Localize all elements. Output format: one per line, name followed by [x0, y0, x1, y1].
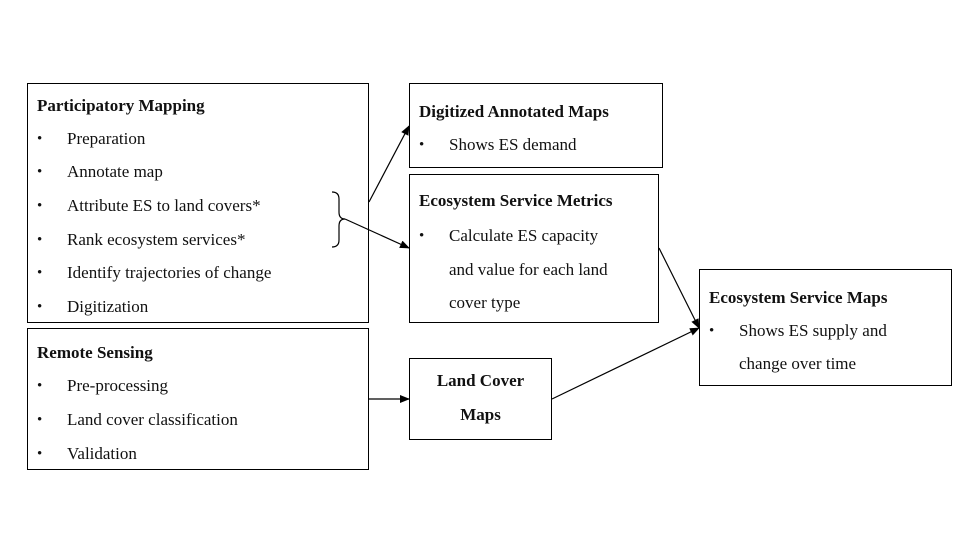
participatory-item-trajectories: Identify trajectories of change: [67, 263, 272, 282]
es-metrics-title: Ecosystem Service Metrics: [419, 191, 613, 210]
es-maps-title: Ecosystem Service Maps: [709, 288, 888, 307]
participatory-mapping-title: Participatory Mapping: [37, 96, 205, 115]
participatory-item-annotate-map: Annotate map: [67, 162, 163, 181]
digitized-maps-title: Digitized Annotated Maps: [419, 102, 609, 121]
es-metrics-line-3: cover type: [449, 293, 521, 312]
land-cover-maps-title-line-2: Maps: [460, 405, 501, 424]
arrow-participatory-to-digitized: [368, 125, 410, 203]
bullet: •: [37, 446, 43, 462]
participatory-item-digitization: Digitization: [67, 297, 149, 316]
land-cover-maps-box: Land Cover Maps: [409, 358, 552, 440]
participatory-item-attribute-es: Attribute ES to land covers*: [67, 196, 261, 215]
bullet: •: [37, 378, 43, 394]
bullet: •: [37, 164, 43, 180]
bullet: •: [37, 265, 43, 281]
participatory-mapping-box: Participatory Mapping • Preparation • An…: [27, 83, 369, 323]
digitized-item-demand: Shows ES demand: [449, 135, 577, 154]
land-cover-maps-title-line-1: Land Cover: [436, 371, 525, 390]
arrow-metrics-to-esmaps: [658, 247, 700, 329]
bullet: •: [37, 232, 43, 248]
bullet: •: [37, 131, 43, 147]
es-metrics-box: Ecosystem Service Metrics • Calculate ES…: [409, 174, 659, 323]
arrow-bracket-to-metrics: [344, 218, 410, 249]
bullet: •: [37, 412, 43, 428]
bracket: [331, 191, 346, 248]
bullet: •: [419, 137, 425, 153]
arrow-landcover-to-esmaps: [551, 327, 700, 400]
remote-item-classification: Land cover classification: [67, 410, 238, 429]
es-metrics-line-1: Calculate ES capacity: [449, 226, 599, 245]
remote-sensing-title: Remote Sensing: [37, 343, 153, 362]
bullet: •: [709, 323, 715, 339]
bullet: •: [37, 299, 43, 315]
participatory-item-rank-es: Rank ecosystem services*: [67, 230, 246, 249]
bullet: •: [37, 198, 43, 214]
es-maps-line-2: change over time: [739, 354, 857, 373]
remote-item-validation: Validation: [67, 444, 137, 463]
remote-sensing-box: Remote Sensing • Pre-processing • Land c…: [27, 328, 369, 470]
bullet: •: [419, 228, 425, 244]
es-maps-line-1: Shows ES supply and: [739, 321, 887, 340]
digitized-maps-box: Digitized Annotated Maps • Shows ES dema…: [409, 83, 663, 168]
es-maps-box: Ecosystem Service Maps • Shows ES supply…: [699, 269, 952, 386]
es-metrics-line-2: and value for each land: [449, 260, 608, 279]
participatory-item-preparation: Preparation: [67, 129, 146, 148]
remote-item-preprocessing: Pre-processing: [67, 376, 169, 395]
